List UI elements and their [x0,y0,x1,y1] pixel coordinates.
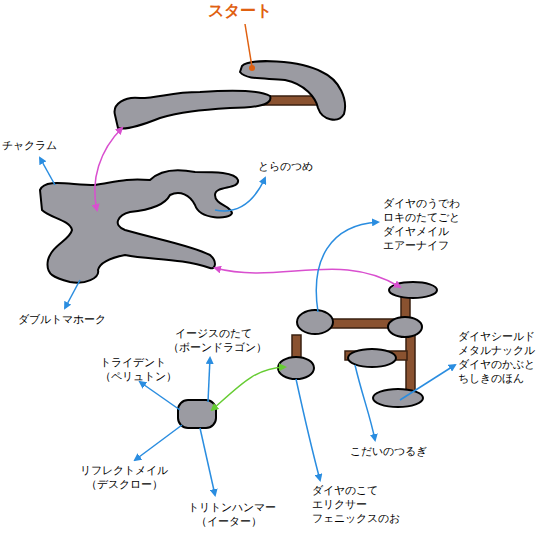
item-label: エリクサー [312,498,367,511]
item-label: ダイヤのこて [312,484,378,497]
item-label: トライデント [100,356,166,369]
start-label: スタート [208,2,272,20]
monster-label: （イーター） [196,515,262,528]
rooms [40,61,437,428]
item-label: フェニックスのお [312,512,400,525]
item-label: トリトンハンマー [188,501,276,514]
item-label: ダイヤのかぶと [458,358,535,371]
item-label: ダブルトマホーク [18,313,106,326]
monster-label: （ペリュトン） [100,370,177,383]
monster-label: （デスクロー） [86,478,163,491]
item-label: リフレクトメイル [80,464,168,477]
start-marker [245,24,255,71]
item-label: ロキのたてごと [383,211,460,224]
item-label: こだいのつるぎ [350,445,427,458]
item-label: ちしきのほん [458,372,524,385]
passage-arrows [95,128,400,410]
item-label: イージスのたて [175,327,252,340]
item-label: とらのつめ [258,160,313,173]
item-label: ダイヤメイル [383,225,449,238]
item-label: ダイヤシールド [458,330,535,343]
item-label: チャクラム [2,139,57,152]
item-label: エアーナイフ [383,239,449,252]
item-label: メタルナックル [458,344,535,357]
monster-label: （ボーンドラゴン） [168,341,267,354]
item-label: ダイヤのうでわ [383,197,460,210]
